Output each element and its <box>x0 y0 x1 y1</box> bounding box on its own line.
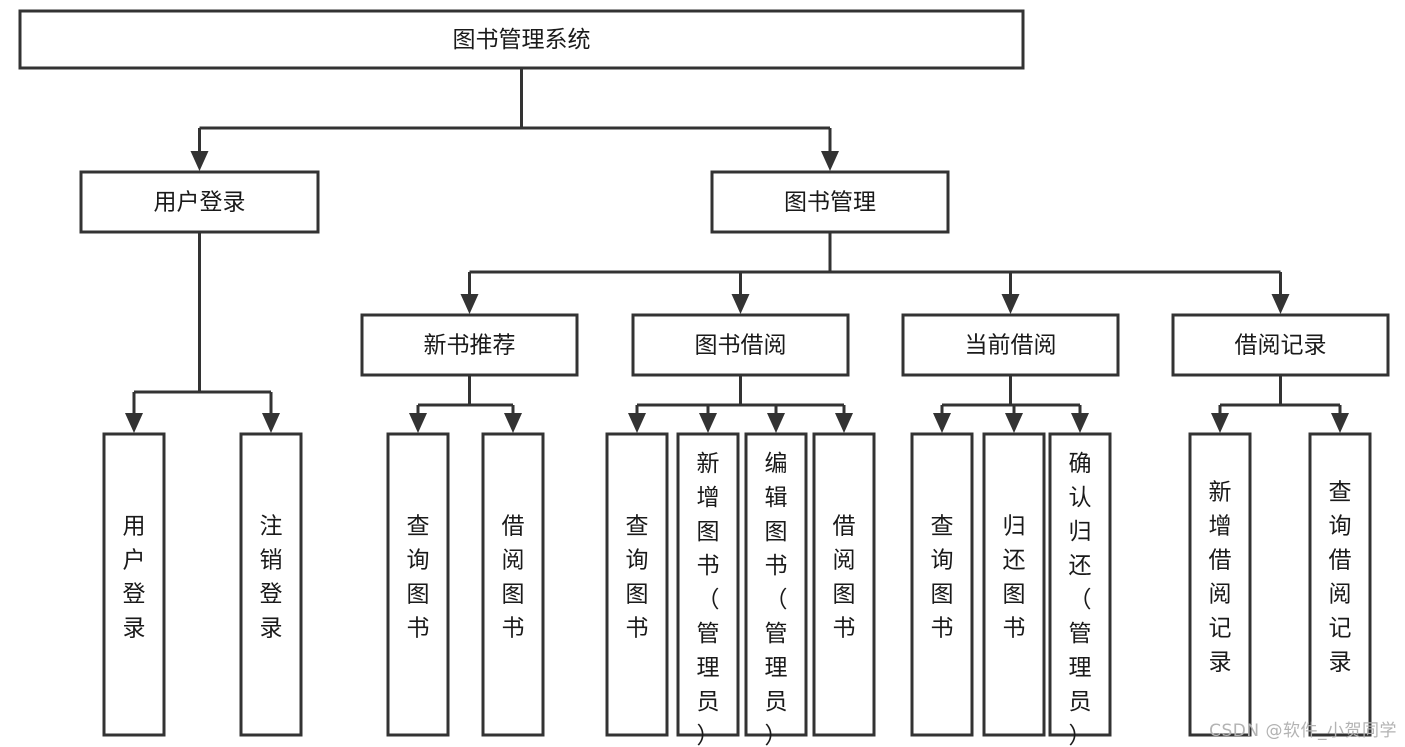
node-label-leaf-borrow-book-2: 借阅图书 <box>833 514 856 642</box>
watermark-label: CSDN @软件_小贺同学 <box>1209 721 1397 741</box>
node-box-book-manage <box>710 170 950 234</box>
arrow-head-icon <box>1271 294 1290 314</box>
node-box-leaf-add-book <box>676 432 740 737</box>
arrow-head-icon <box>1001 294 1020 314</box>
node-leaf-borrow-book-2[interactable]: 借阅图书 <box>812 432 876 737</box>
node-box-leaf-query-book-3 <box>910 432 974 737</box>
node-label-new-book-recommend: 新书推荐 <box>424 333 516 359</box>
node-box-leaf-return-book <box>982 432 1046 737</box>
arrow-head-icon <box>460 294 479 314</box>
node-book-borrow[interactable]: 图书借阅 <box>631 313 850 377</box>
node-label-leaf-query-record: 查询借阅记录 <box>1329 480 1352 676</box>
node-layer: 图书管理系统用户登录图书管理新书推荐图书借阅当前借阅借阅记录用户登录注销登录查询… <box>18 9 1390 747</box>
node-box-current-borrow <box>901 313 1120 377</box>
node-box-leaf-borrow-book-2 <box>812 432 876 737</box>
node-box-new-book-recommend <box>360 313 579 377</box>
node-leaf-logout[interactable]: 注销登录 <box>239 432 303 737</box>
arrow-head-icon <box>1071 413 1089 433</box>
node-leaf-add-record[interactable]: 新增借阅记录 <box>1188 432 1252 737</box>
node-box-system <box>18 9 1025 70</box>
node-label-leaf-borrow-book-1: 借阅图书 <box>502 514 525 642</box>
arrow-head-icon <box>933 413 951 433</box>
node-leaf-query-book-3[interactable]: 查询图书 <box>910 432 974 737</box>
node-label-system: 图书管理系统 <box>453 27 591 53</box>
node-current-borrow[interactable]: 当前借阅 <box>901 313 1120 377</box>
node-system[interactable]: 图书管理系统 <box>18 9 1025 70</box>
node-box-leaf-confirm-return <box>1048 432 1112 737</box>
node-new-book-recommend[interactable]: 新书推荐 <box>360 313 579 377</box>
node-label-leaf-add-book: 新增图书（管理员） <box>697 451 720 747</box>
node-label-leaf-user-login: 用户登录 <box>123 514 146 642</box>
node-label-current-borrow: 当前借阅 <box>965 333 1057 359</box>
arrow-head-icon <box>409 413 427 433</box>
arrow-head-icon <box>504 413 522 433</box>
node-label-leaf-logout: 注销登录 <box>260 514 283 642</box>
node-label-borrow-record: 借阅记录 <box>1235 333 1327 359</box>
arrow-head-icon <box>190 151 209 171</box>
node-leaf-query-book-2[interactable]: 查询图书 <box>605 432 669 737</box>
node-label-leaf-edit-book: 编辑图书（管理员） <box>765 451 788 747</box>
node-box-leaf-add-record <box>1188 432 1252 737</box>
arrow-head-icon <box>1005 413 1023 433</box>
node-leaf-confirm-return[interactable]: 确认归还（管理员） <box>1048 432 1112 747</box>
arrow-head-icon <box>1211 413 1229 433</box>
node-book-manage[interactable]: 图书管理 <box>710 170 950 234</box>
node-box-leaf-borrow-book-1 <box>481 432 545 737</box>
node-leaf-borrow-book-1[interactable]: 借阅图书 <box>481 432 545 737</box>
node-label-leaf-query-book-2: 查询图书 <box>626 514 649 642</box>
node-label-book-borrow: 图书借阅 <box>695 333 787 359</box>
node-leaf-return-book[interactable]: 归还图书 <box>982 432 1046 737</box>
node-box-leaf-user-login <box>102 432 166 737</box>
arrow-head-icon <box>262 413 280 433</box>
node-box-leaf-query-book-1 <box>386 432 450 737</box>
node-label-book-manage: 图书管理 <box>784 190 876 216</box>
connector-layer <box>125 68 1349 433</box>
arrow-head-icon <box>1331 413 1349 433</box>
node-leaf-add-book[interactable]: 新增图书（管理员） <box>676 432 740 747</box>
node-box-user-login <box>79 170 320 234</box>
node-label-leaf-confirm-return: 确认归还（管理员） <box>1069 451 1092 747</box>
node-borrow-record[interactable]: 借阅记录 <box>1171 313 1390 377</box>
node-box-leaf-query-book-2 <box>605 432 669 737</box>
arrow-head-icon <box>835 413 853 433</box>
arrow-head-icon <box>699 413 717 433</box>
node-label-leaf-add-record: 新增借阅记录 <box>1209 480 1232 676</box>
node-label-leaf-return-book: 归还图书 <box>1003 514 1026 642</box>
node-box-leaf-edit-book <box>744 432 808 737</box>
node-box-book-borrow <box>631 313 850 377</box>
node-leaf-query-book-1[interactable]: 查询图书 <box>386 432 450 737</box>
node-box-borrow-record <box>1171 313 1390 377</box>
node-label-user-login: 用户登录 <box>154 190 246 216</box>
node-leaf-query-record[interactable]: 查询借阅记录 <box>1308 432 1372 737</box>
arrow-head-icon <box>628 413 646 433</box>
node-label-leaf-query-book-1: 查询图书 <box>407 514 430 642</box>
node-box-leaf-logout <box>239 432 303 737</box>
node-label-leaf-query-book-3: 查询图书 <box>931 514 954 642</box>
arrow-head-icon <box>767 413 785 433</box>
arrow-head-icon <box>731 294 750 314</box>
node-leaf-user-login[interactable]: 用户登录 <box>102 432 166 737</box>
arrow-head-icon <box>821 151 839 171</box>
node-leaf-edit-book[interactable]: 编辑图书（管理员） <box>744 432 808 747</box>
arrow-head-icon <box>125 413 143 433</box>
node-box-leaf-query-record <box>1308 432 1372 737</box>
node-user-login[interactable]: 用户登录 <box>79 170 320 234</box>
